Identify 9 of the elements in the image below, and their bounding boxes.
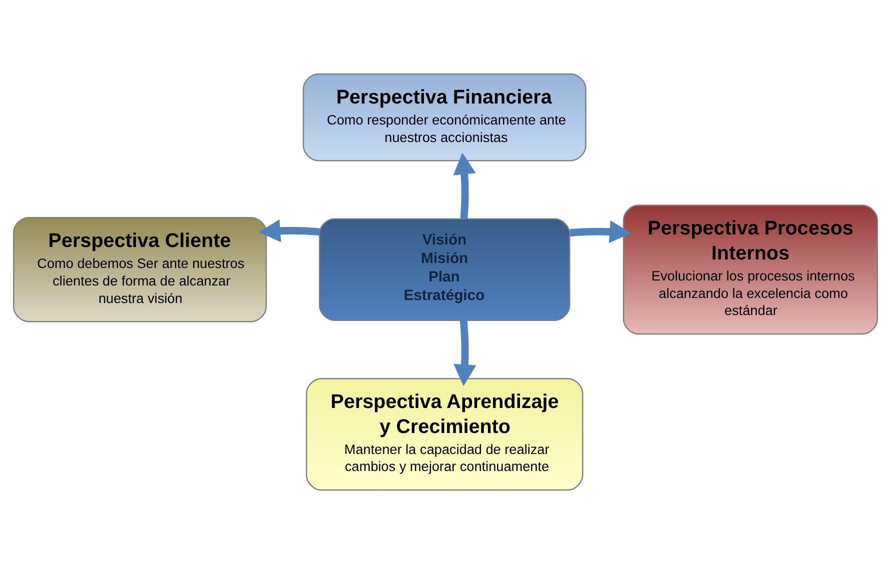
node-box: Perspectiva Cliente Como debemos Ser ante nuestros clientes de forma de alcanzar nuestra visión xyxy=(13,216,267,322)
arrow xyxy=(453,152,476,218)
arrow xyxy=(570,220,632,243)
arrow xyxy=(258,218,320,242)
node-box: Perspectiva Procesos Internos Evolucionar los procesos internos alcanzando la excelencia como estándar xyxy=(622,204,878,334)
arrow xyxy=(454,320,476,386)
node-box: Visión Misión Plan Estratégico xyxy=(318,218,570,320)
node-box: Perspectiva Aprendizaje y Crecimiento Mantener la capacidad de realizar cambios y mejorar continuamente xyxy=(306,377,584,490)
node-box: Perspectiva Financiera Como responder económicamente ante nuestros accionistas xyxy=(302,72,586,161)
